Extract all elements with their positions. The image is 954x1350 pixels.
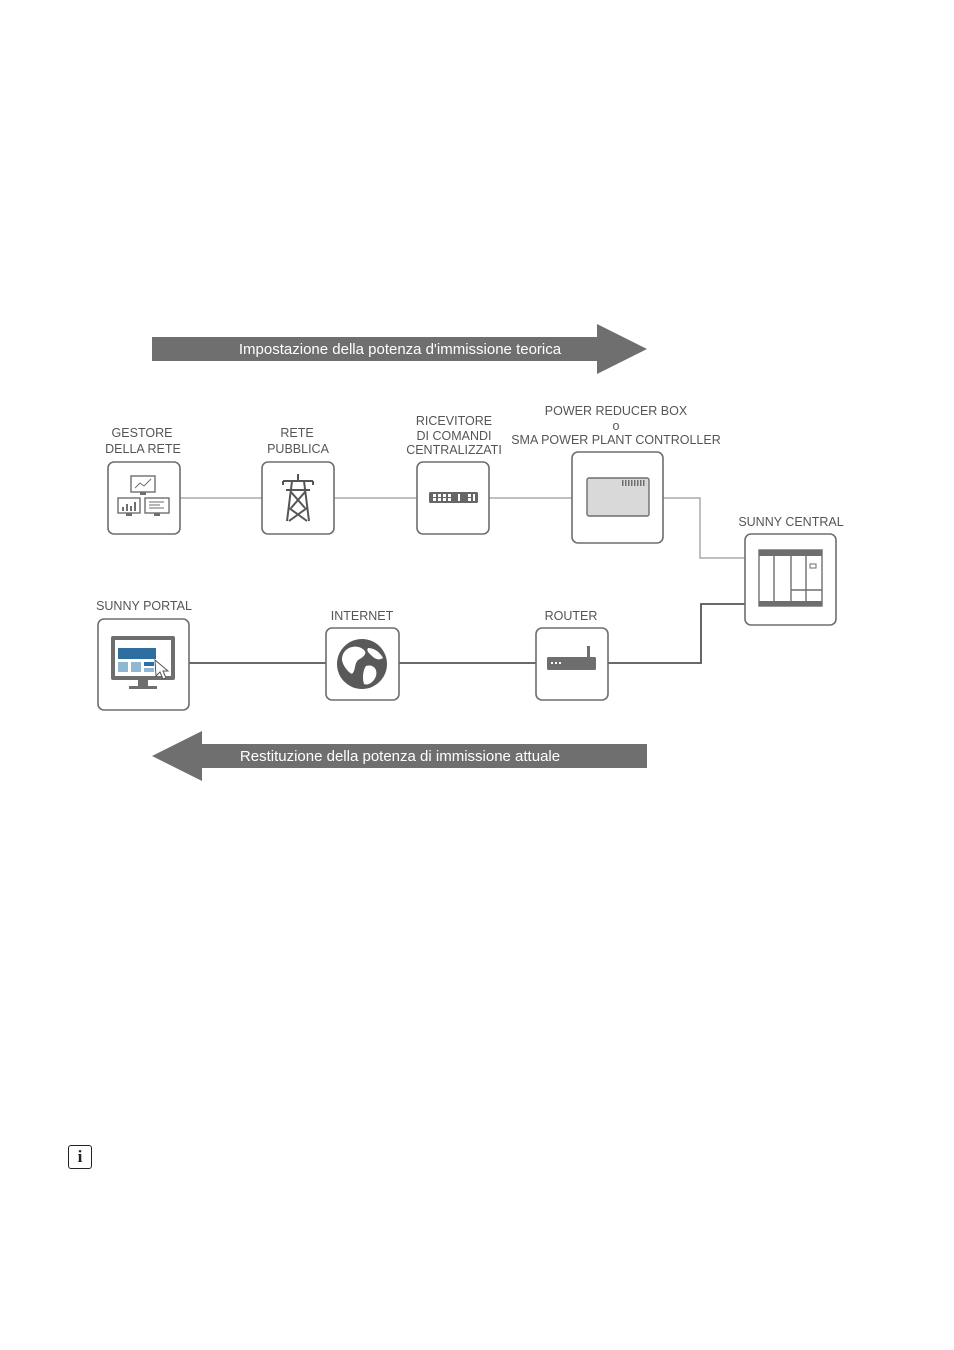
node-router: ROUTER <box>535 609 609 701</box>
node-power-reducer-box: POWER REDUCER BOX o SMA POWER PLANT CONT… <box>511 404 721 544</box>
sunny-central-label: SUNNY CENTRAL <box>738 515 843 529</box>
router-icon <box>547 646 596 670</box>
monitors-icon <box>117 475 170 516</box>
node-rete-pubblica: RETE PUBBLICA <box>261 426 335 535</box>
receiver-device-icon <box>429 492 478 503</box>
gestore-label-1: GESTORE <box>112 426 173 440</box>
ricevitore-label-2: DI COMANDI <box>417 429 492 443</box>
ricevitore-label-3: CENTRALIZZATI <box>406 443 502 457</box>
node-ricevitore: RICEVITORE DI COMANDI CENTRALIZZATI <box>406 414 502 535</box>
node-gestore-della-rete: GESTORE DELLA RETE <box>105 426 181 535</box>
sunny-portal-label: SUNNY PORTAL <box>96 599 192 613</box>
internet-label: INTERNET <box>331 609 394 623</box>
globe-icon <box>337 639 387 689</box>
info-icon: i <box>68 1145 92 1169</box>
top-arrow: Impostazione della potenza d'immissione … <box>152 324 647 374</box>
inverter-cabinet-icon <box>758 549 823 607</box>
node-sunny-central: SUNNY CENTRAL <box>738 515 844 626</box>
controller-box-icon <box>586 477 650 517</box>
router-label: ROUTER <box>545 609 598 623</box>
ricevitore-label-1: RICEVITORE <box>416 414 492 428</box>
connection-lines <box>180 497 745 664</box>
rete-label-2: PUBBLICA <box>267 442 329 456</box>
power-reducer-label-1: POWER REDUCER BOX <box>545 404 688 418</box>
top-arrow-label: Impostazione della potenza d'immissione … <box>239 341 562 358</box>
node-sunny-portal: SUNNY PORTAL <box>96 599 192 711</box>
node-internet: INTERNET <box>325 609 400 701</box>
power-reducer-label-3: SMA POWER PLANT CONTROLLER <box>511 433 721 447</box>
rete-label-1: RETE <box>280 426 313 440</box>
bottom-arrow: Restituzione della potenza di immissione… <box>152 731 647 781</box>
portal-monitor-icon <box>111 636 175 689</box>
rete-box <box>261 461 335 535</box>
power-pylon-icon <box>282 474 314 522</box>
bottom-arrow-label: Restituzione della potenza di immissione… <box>240 748 560 765</box>
power-reducer-label-2: o <box>613 419 620 433</box>
gestore-label-2: DELLA RETE <box>105 442 181 456</box>
